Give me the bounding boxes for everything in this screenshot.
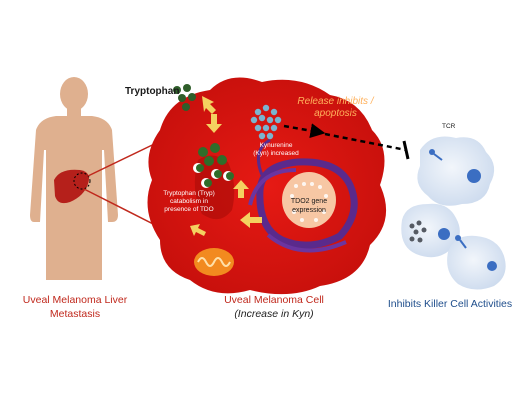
- nucleus: [248, 138, 358, 253]
- killer-cell-top: [417, 136, 495, 206]
- tryptophan-catabolism-label: Tryptophan (Tryp) catabolism in presence…: [156, 190, 222, 214]
- kyn-line-2: (Kyn) increased: [253, 150, 299, 157]
- tcr-label: TCR: [442, 123, 456, 130]
- mitochondrion-icon: [194, 248, 234, 276]
- killer-cell-bottom: [447, 235, 506, 290]
- killer-cell-middle: [401, 203, 460, 258]
- tdo2-line-1: TDO2 gene: [290, 198, 328, 205]
- kyn-release-arrow: [283, 123, 326, 139]
- release-line-2: apoptosis: [314, 108, 357, 119]
- melanoma-cell-caption: Uveal Melanoma Cell (Increase in Kyn): [218, 293, 330, 321]
- cell-dark-interior: [194, 155, 235, 220]
- inhibition-line: [324, 132, 407, 152]
- kyn-line-1: Kynurenine: [259, 142, 293, 149]
- tdo2-dots: [290, 182, 328, 222]
- inhibition-bar: [402, 140, 410, 160]
- uptake-arrows: [190, 96, 262, 236]
- killer-cell-caption: Inhibits Killer Cell Activities: [387, 298, 513, 310]
- release-inhibits-label: Release inhibits / apoptosis: [288, 96, 383, 120]
- tryp-line-1: Tryptophan (Tryp): [163, 190, 215, 197]
- liver-line-2: Metastasis: [49, 308, 101, 320]
- liver-icon: [54, 169, 91, 204]
- release-line-1: Release inhibits /: [297, 96, 374, 107]
- tryptophan-label: Tryptophan: [125, 86, 180, 97]
- liver-metastasis-caption: Uveal Melanoma Liver Metastasis: [20, 293, 130, 321]
- cell-line-1: Uveal Melanoma Cell: [224, 294, 324, 306]
- kynurenine-molecules: [250, 104, 282, 140]
- cell-line-2: (Increase in Kyn): [234, 308, 314, 320]
- tdo2-line-2: expression: [292, 207, 326, 214]
- tryptophan-catabolism-molecules: [193, 143, 234, 188]
- tdo2-gene-label: TDO2 gene expression: [286, 197, 332, 215]
- tryptophan-molecules: [173, 84, 196, 111]
- tryp-line-2: catabolism in: [170, 198, 208, 205]
- tryp-line-3: presence of TDO: [164, 206, 214, 213]
- liver-line-1: Uveal Melanoma Liver: [22, 294, 128, 306]
- kynurenine-label: Kynurenine (Kyn) increased: [246, 142, 306, 158]
